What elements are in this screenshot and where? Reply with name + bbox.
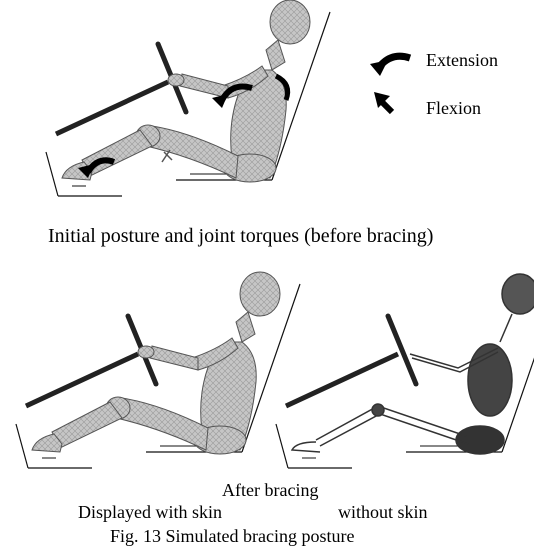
bracing-without-skin-figure bbox=[276, 274, 534, 468]
legend-extension-label: Extension bbox=[426, 50, 498, 70]
flexion-arrow-icon bbox=[374, 92, 392, 112]
figure-caption: Fig. 13 Simulated bracing posture bbox=[110, 526, 354, 546]
extension-arrow-icon bbox=[370, 56, 410, 76]
bracing-with-skin-figure bbox=[16, 272, 300, 468]
legend-flexion-label: Flexion bbox=[426, 98, 481, 118]
without-skin-caption: without skin bbox=[338, 502, 428, 522]
with-skin-caption: Displayed with skin bbox=[78, 502, 222, 522]
after-bracing-caption: After bracing bbox=[222, 480, 318, 500]
top-panel-caption: Initial posture and joint torques (befor… bbox=[48, 226, 433, 246]
